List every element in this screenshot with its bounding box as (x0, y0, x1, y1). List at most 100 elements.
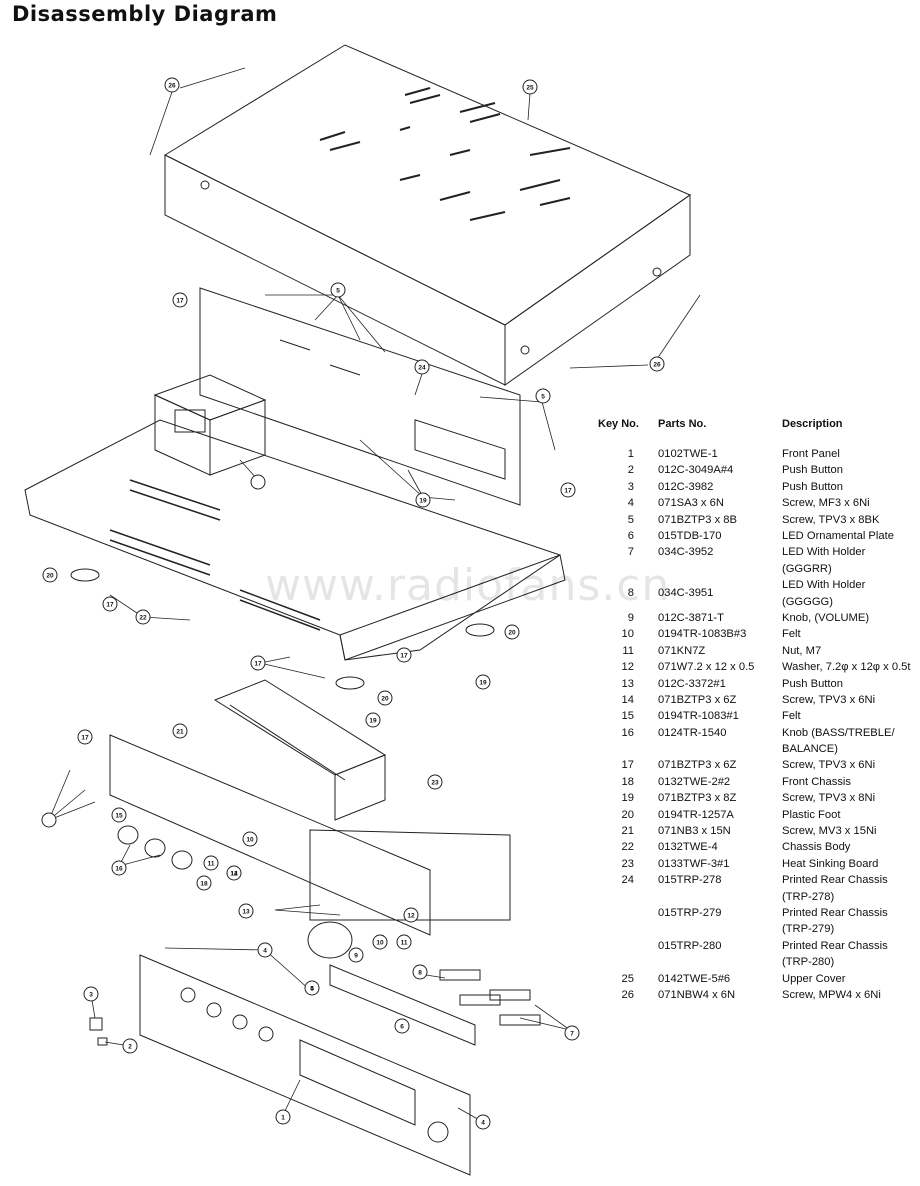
key-no-cell: 24 (621, 874, 634, 887)
callout-circles (41, 77, 665, 1130)
description-cell: Knob, (VOLUME) (782, 611, 870, 624)
callout-number: 4 (310, 985, 314, 992)
callout-number: 11 (401, 939, 408, 946)
callout-number: 19 (419, 497, 427, 504)
key-no-cell: 20 (621, 808, 634, 821)
key-no-cell: 25 (621, 972, 634, 985)
callout-number: 2 (128, 1043, 132, 1050)
callout-number: 20 (508, 629, 516, 636)
parts-no-cell: 015TDB-170 (658, 529, 722, 542)
callout-number: 26 (168, 82, 176, 89)
callout-number: 19 (479, 679, 487, 686)
description-cell: Screw, TPV3 x 6Ni (782, 759, 876, 772)
description-cell: Screw, MPW4 x 6Ni (782, 988, 881, 1001)
description-cell: Screw, MV3 x 15Ni (782, 825, 877, 838)
description-cell: Washer, 7.2φ x 12φ x 0.5t (782, 661, 911, 674)
description-cell: Printed Rear Chassis (782, 874, 888, 887)
key-no-cell: 1 (627, 448, 634, 460)
description-cell: Screw, TPV3 x 6Ni (782, 693, 876, 706)
callout-number: 24 (418, 364, 426, 371)
description-cell: Chassis Body (782, 841, 851, 854)
description-cell: Nut, M7 (782, 644, 822, 657)
watermark: www.radiofans.cn (265, 560, 671, 611)
parts-no-cell: 071BZTP3 x 6Z (658, 693, 737, 706)
callout-number: 1 (281, 1114, 285, 1121)
key-no-cell: 15 (621, 710, 634, 723)
parts-no-cell: 0102TWE-1 (658, 448, 718, 460)
parts-no-cell: 012C-3049A#4 (658, 464, 734, 477)
chassis-body (24, 419, 566, 661)
parts-no-cell: 034C-3952 (658, 546, 714, 559)
description-cell: Printed Rear Chassis (782, 907, 888, 919)
key-no-cell: 2 (627, 464, 634, 477)
callout-number: 16 (115, 865, 123, 872)
front-panel (139, 954, 471, 1176)
description-cell: Push Button (782, 677, 843, 690)
callout-number: 14 (230, 870, 238, 877)
description-cell: LED With Holder (782, 579, 866, 592)
callout-number: 25 (526, 84, 534, 91)
header-description: Description (782, 418, 843, 430)
description-cell: Plastic Foot (782, 808, 841, 821)
callout-number: 5 (541, 393, 545, 400)
callout-number: 17 (176, 297, 184, 304)
key-no-cell: 5 (627, 513, 634, 526)
description-cell: Screw, TPV3 x 8BK (782, 513, 880, 526)
callout-number: 11 (208, 860, 215, 867)
heat-sink (213, 679, 387, 821)
key-no-cell: 18 (621, 775, 634, 788)
header-parts-no: Parts No. (658, 418, 707, 430)
description-cell-line2: (TRP-280) (782, 956, 835, 969)
key-no-cell: 8 (627, 587, 634, 600)
key-no-cell: 9 (627, 611, 634, 624)
key-no-cell: 26 (621, 988, 634, 1001)
key-no-cell: 16 (621, 726, 634, 739)
description-cell: Knob (BASS/TREBLE/ (782, 726, 895, 739)
callout-number: 17 (564, 487, 572, 494)
parts-no-cell: 071NBW4 x 6N (658, 988, 736, 1001)
callout-number: 10 (376, 939, 384, 946)
key-no-cell: 21 (621, 825, 634, 838)
table-row: 20 0194TR-1257A Plastic Foot (590, 807, 915, 823)
callout-number: 10 (246, 836, 254, 843)
callout-number: 12 (407, 912, 415, 919)
callout-number: 3 (89, 991, 93, 998)
parts-no-cell: 071KN7Z (658, 644, 706, 657)
callout-number: 17 (106, 601, 114, 608)
parts-no-cell: 0194TR-1257A (658, 808, 734, 821)
key-no-cell: 10 (621, 628, 634, 641)
key-no-cell: 23 (621, 857, 634, 870)
callout-number: 13 (242, 908, 250, 915)
description-cell: Felt (782, 628, 801, 641)
key-no-cell: 4 (627, 497, 634, 510)
callout-number: 4 (263, 947, 267, 954)
parts-no-cell: 012C-3372#1 (658, 677, 726, 690)
key-no-cell: 17 (621, 759, 634, 772)
knobs (117, 825, 353, 959)
callout-number: 26 (653, 361, 661, 368)
transformer (153, 374, 267, 476)
description-cell: Front Panel (782, 448, 840, 460)
description-cell: Printed Rear Chassis (782, 939, 888, 952)
parts-no-cell: 0194TR-1083B#3 (658, 628, 747, 641)
parts-no-cell: 0124TR-1540 (658, 726, 727, 739)
description-cell: Screw, TPV3 x 8Ni (782, 792, 876, 805)
description-cell-line2: (TRP-279) (782, 923, 835, 936)
key-no-cell: 7 (627, 546, 634, 559)
description-cell: Front Chassis (782, 775, 852, 788)
callout-number: 17 (254, 660, 262, 667)
parts-no-cell: 015TRP-278 (658, 874, 722, 887)
table-row: 26 071NBW4 x 6N Screw, MPW4 x 6Ni (590, 987, 915, 1003)
